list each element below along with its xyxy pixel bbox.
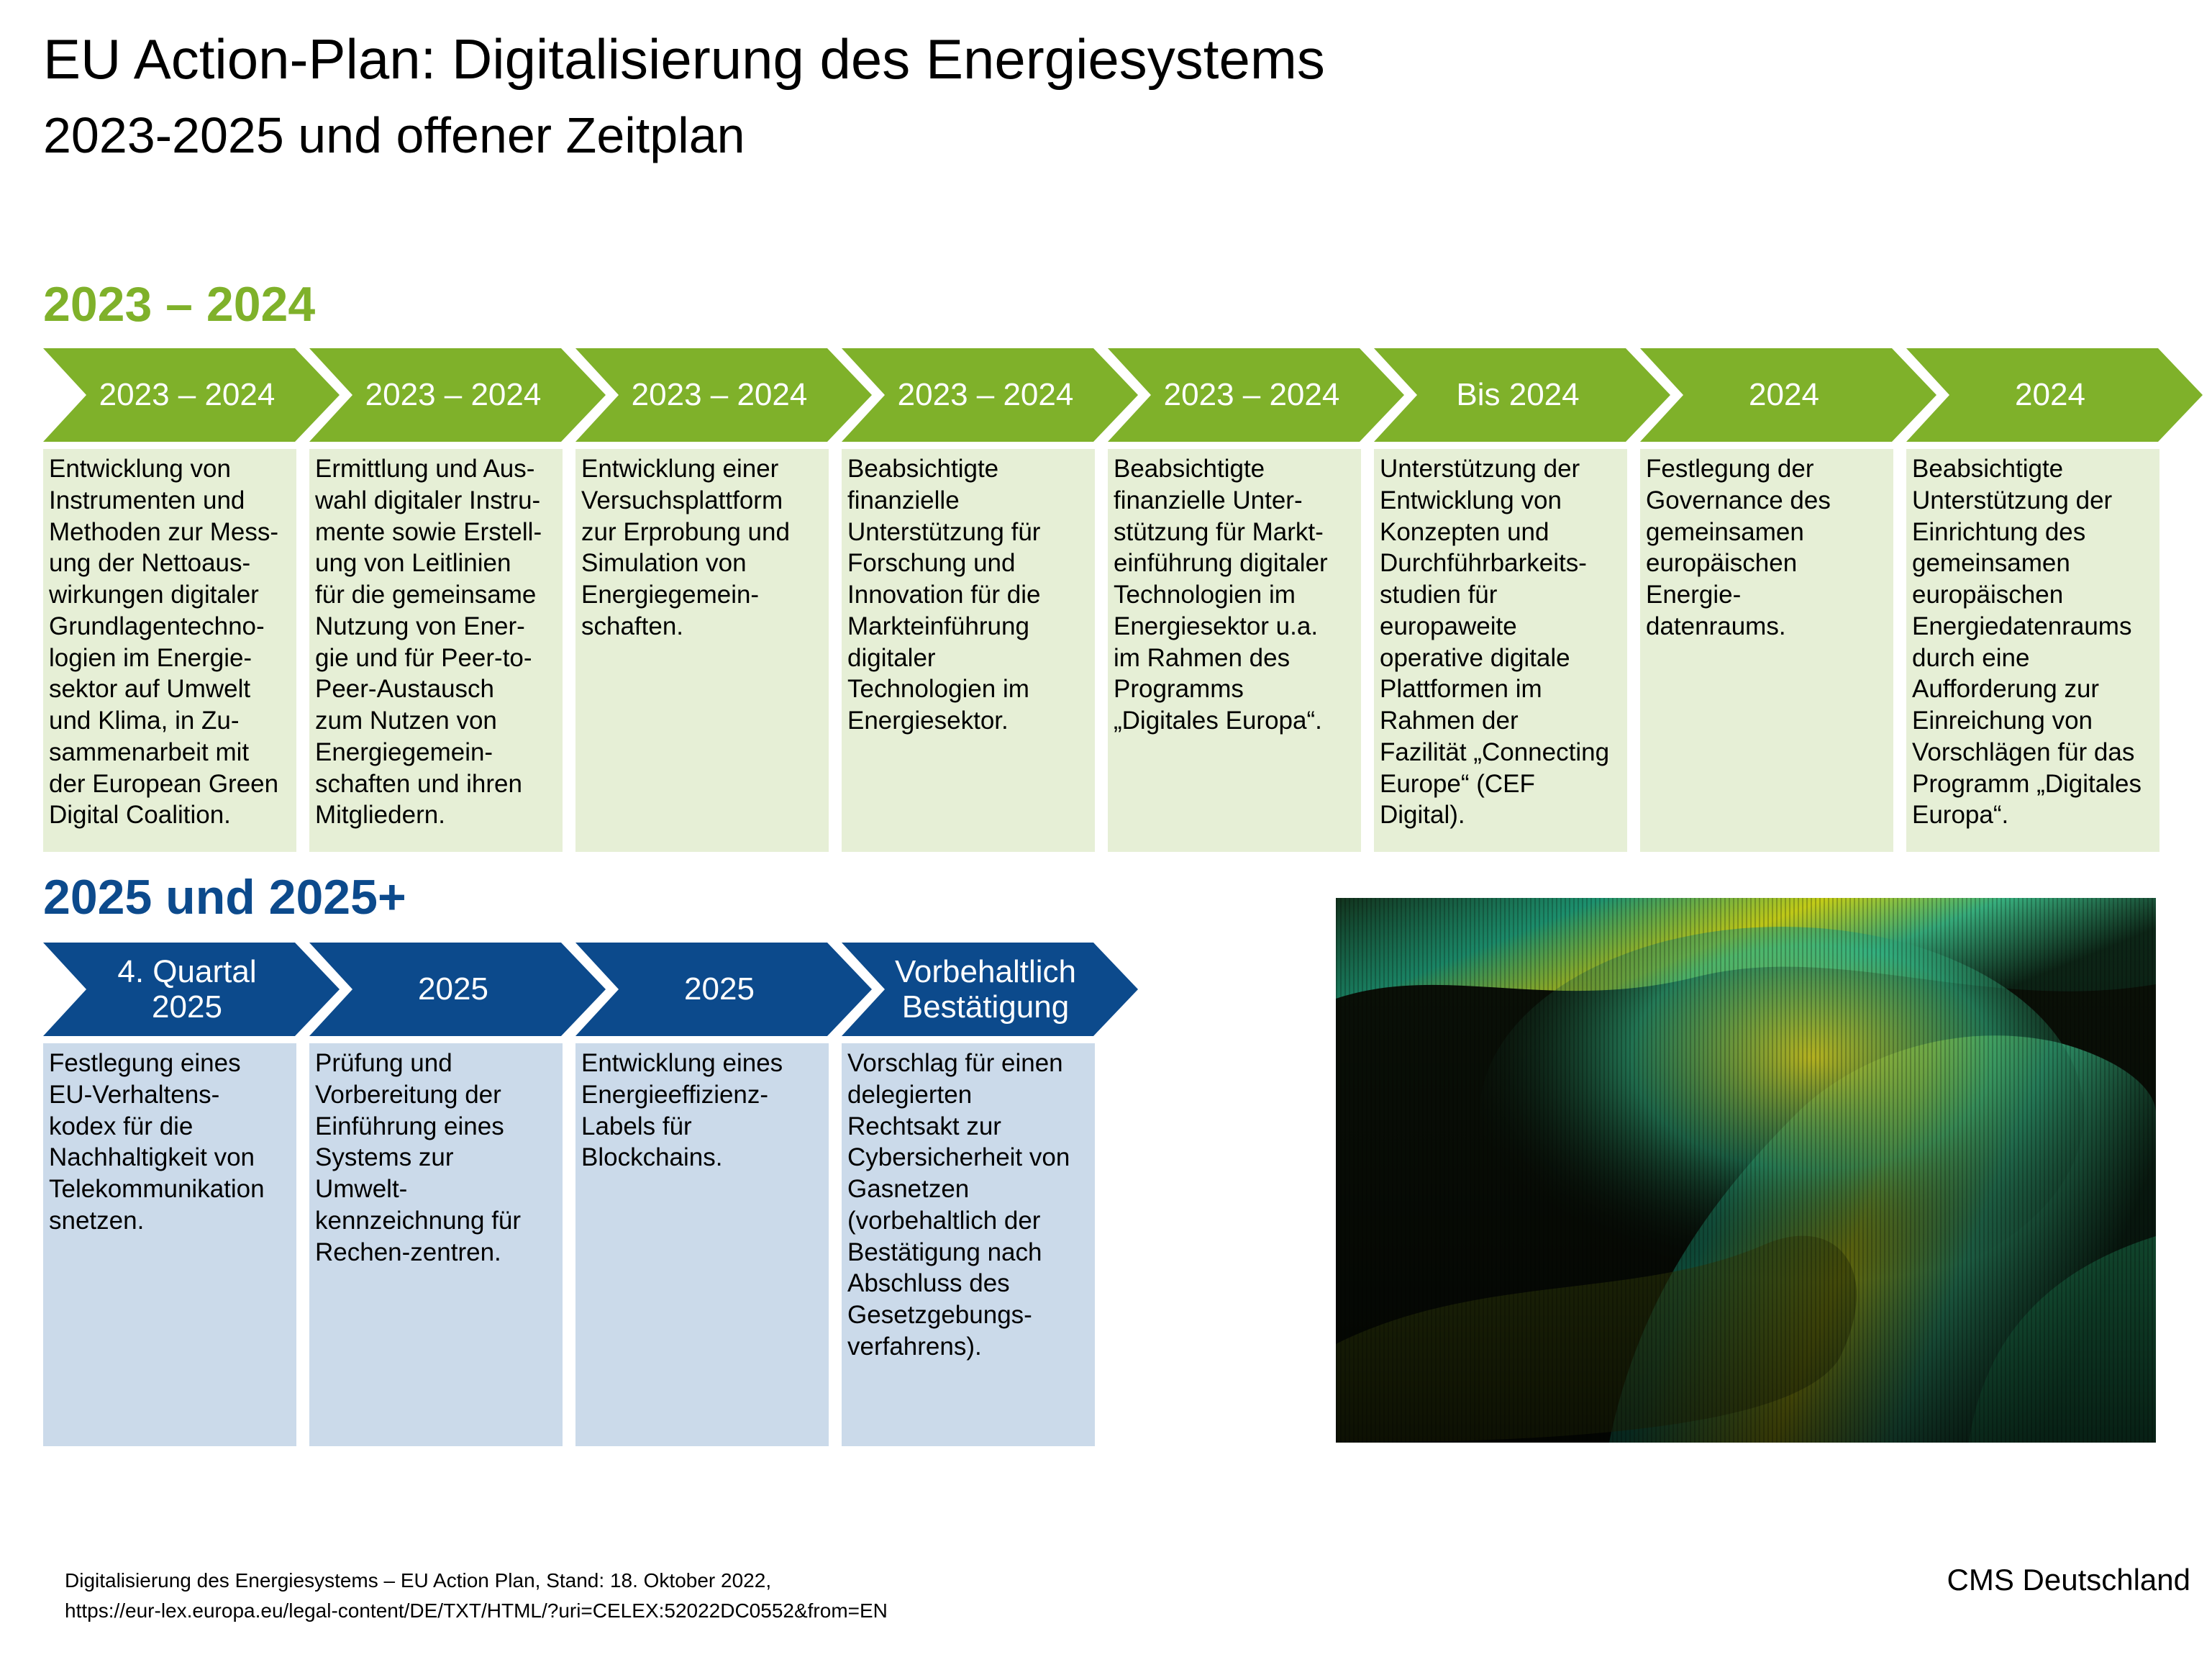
timeline-2023-2024-arrow-6: Bis 2024 xyxy=(1374,348,1670,442)
timeline-2025-arrow-3: 2025 xyxy=(575,943,872,1036)
timeline-2023-2024-arrow-label: 2024 xyxy=(2015,377,2085,413)
timeline-2023-2024-arrow-3: 2023 – 2024 xyxy=(575,348,872,442)
timeline-2025-arrow-1: 4. Quartal 2025 xyxy=(43,943,340,1036)
timeline-2023-2024-arrow-label: 2024 xyxy=(1749,377,1819,413)
chevron-arrow-shape xyxy=(575,348,872,442)
timeline-2023-2024-arrow-label: 2023 – 2024 xyxy=(897,377,1074,413)
timeline-2023-2024-arrow-4: 2023 – 2024 xyxy=(842,348,1138,442)
chevron-arrow-shape xyxy=(309,348,606,442)
source-citation: Digitalisierung des Energiesystems – EU … xyxy=(65,1569,888,1622)
timeline-2025-description: Prüfung und Vorbereitung der Einführung … xyxy=(309,1043,563,1446)
timeline-2023-2024-arrow-label: 2023 – 2024 xyxy=(1163,377,1340,413)
timeline-2025-arrow-label: 2025 xyxy=(684,971,755,1007)
chevron-arrow-shape xyxy=(842,943,1138,1036)
timeline-2025-arrow-2: 2025 xyxy=(309,943,606,1036)
timeline-2025-description: Entwicklung eines Energieeffizienz- Labe… xyxy=(575,1043,829,1446)
timeline-2023-2024-arrow-label: 2023 – 2024 xyxy=(99,377,276,413)
timeline-2025-description: Vorschlag für einen delegierten Rechtsak… xyxy=(842,1043,1095,1446)
timeline-2025-arrow-4: Vorbehaltlich Bestätigung xyxy=(842,943,1138,1036)
timeline-2023-2024-description: Beabsichtigte Unterstützung der Einricht… xyxy=(1906,449,2159,852)
chevron-arrow-shape xyxy=(1906,348,2203,442)
chevron-arrow-shape xyxy=(43,348,340,442)
chevron-arrow-shape xyxy=(43,943,340,1036)
chevron-arrow-shape xyxy=(575,943,872,1036)
section-heading-2025: 2025 und 2025+ xyxy=(43,870,406,925)
chevron-arrow-shape xyxy=(1108,348,1404,442)
digital-landscape-image xyxy=(1336,898,2156,1443)
timeline-2025-description: Festlegung eines EU-Verhaltens- kodex fü… xyxy=(43,1043,296,1446)
chevron-arrow-shape xyxy=(1640,348,1936,442)
abstract-data-visualization-graphic xyxy=(1336,898,2156,1443)
timeline-2023-2024-description: Entwicklung einer Versuchsplattform zur … xyxy=(575,449,829,852)
chevron-arrow-shape xyxy=(309,943,606,1036)
timeline-2023-2024-description: Ermittlung und Aus- wahl digitaler Instr… xyxy=(309,449,563,852)
chevron-arrow-shape xyxy=(842,348,1138,442)
page-subtitle: 2023-2025 und offener Zeitplan xyxy=(43,107,745,163)
timeline-2023-2024-arrow-1: 2023 – 2024 xyxy=(43,348,340,442)
timeline-2023-2024-description: Unterstützung der Entwicklung von Konzep… xyxy=(1374,449,1627,852)
timeline-2023-2024-description: Entwicklung von Instrumenten und Methode… xyxy=(43,449,296,852)
timeline-2025-arrow-label: 4. Quartal 2025 xyxy=(117,953,257,1025)
brand-label: CMS Deutschland xyxy=(1947,1563,2190,1597)
chevron-arrow-shape xyxy=(1374,348,1670,442)
timeline-2023-2024-description: Beabsichtigte finanzielle Unter- stützun… xyxy=(1108,449,1361,852)
timeline-2023-2024-arrow-label: Bis 2024 xyxy=(1456,377,1580,413)
timeline-2023-2024-description: Festlegung der Governance des gemeinsame… xyxy=(1640,449,1893,852)
timeline-2025-arrow-label: Vorbehaltlich Bestätigung xyxy=(895,953,1076,1025)
timeline-2023-2024-arrow-label: 2023 – 2024 xyxy=(365,377,542,413)
section-heading-2023-2024: 2023 – 2024 xyxy=(43,277,316,332)
timeline-2023-2024-arrow-label: 2023 – 2024 xyxy=(631,377,808,413)
timeline-2023-2024-arrow-5: 2023 – 2024 xyxy=(1108,348,1404,442)
timeline-2023-2024-arrow-8: 2024 xyxy=(1906,348,2203,442)
timeline-2023-2024-arrow-2: 2023 – 2024 xyxy=(309,348,606,442)
page-title: EU Action-Plan: Digitalisierung des Ener… xyxy=(43,27,1325,91)
timeline-2025-arrow-label: 2025 xyxy=(418,971,488,1007)
timeline-2023-2024-arrow-7: 2024 xyxy=(1640,348,1936,442)
timeline-2023-2024-description: Beabsichtigte finanzielle Unterstützung … xyxy=(842,449,1095,852)
